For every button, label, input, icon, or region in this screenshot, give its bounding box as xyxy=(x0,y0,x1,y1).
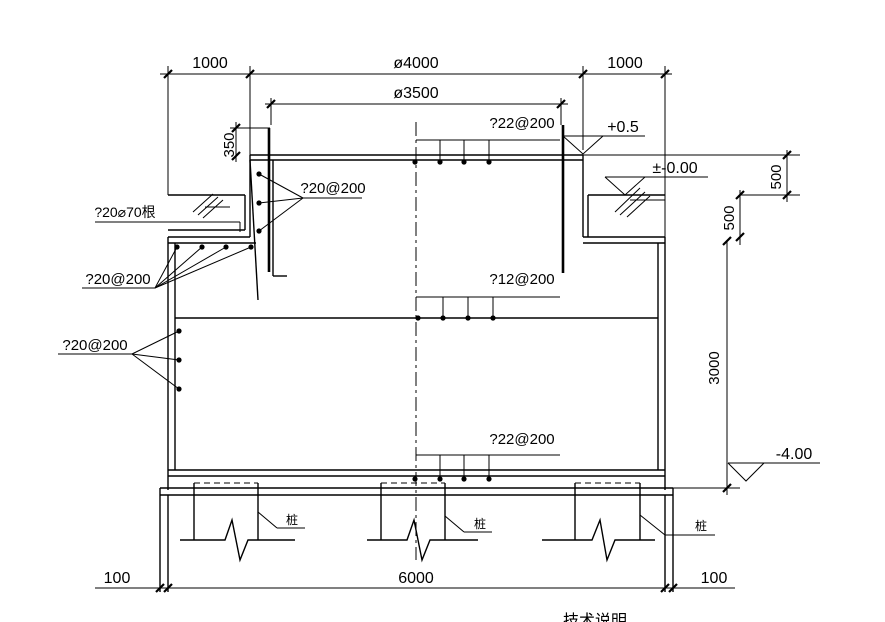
dim-pit-depth: 3000 xyxy=(706,351,723,384)
right-step-dimensions xyxy=(583,150,800,245)
elevation-ground: ±-0.00 xyxy=(652,160,697,177)
dim-bottom-left: 100 xyxy=(104,570,131,587)
elevation-top-plus: +0.5 xyxy=(607,119,639,136)
dim-outer-diameter: ø4000 xyxy=(393,55,438,72)
dim-inner-diameter: ø3500 xyxy=(393,85,438,102)
label-wall-side-rebar: ?20@200 xyxy=(300,180,365,197)
elevation-bottom-marker xyxy=(727,462,820,482)
pile-1 xyxy=(180,482,305,563)
pile-label-2: 桩 xyxy=(474,516,486,531)
rebar-wall-side xyxy=(256,171,362,234)
pile-3 xyxy=(542,482,715,563)
dim-top-right-width: 1000 xyxy=(607,55,643,72)
pile-label-3: 桩 xyxy=(695,518,707,533)
label-anchor-rebar: ?20⌀70根 xyxy=(94,204,155,220)
elevation-bottom: -4.00 xyxy=(776,446,813,463)
rebar-anchor xyxy=(95,221,241,232)
rebar-bottom-corner xyxy=(82,244,254,289)
dim-bottom-width: 6000 xyxy=(398,570,434,587)
pile-label-1: 桩 xyxy=(286,512,298,527)
dim-lip-height: 350 xyxy=(221,132,238,157)
dim-top-left-width: 1000 xyxy=(192,55,228,72)
structure-outline xyxy=(159,154,674,592)
rebar-left-wall xyxy=(58,328,182,392)
elevation-top-marker xyxy=(562,135,645,155)
bottom-dimension-lines xyxy=(95,583,735,593)
dim-right-lower-step: 500 xyxy=(721,205,738,230)
rebar-top-slab xyxy=(412,139,560,165)
footer-note: 技术说明 xyxy=(563,612,627,622)
pile-2 xyxy=(367,482,492,563)
label-bottom-corner-rebar: ?20@200 xyxy=(85,271,150,288)
steel-casing xyxy=(249,125,565,301)
lip-height-dimension xyxy=(230,122,270,162)
rebar-mid-slab xyxy=(415,296,560,321)
pit-depth-dimension xyxy=(665,236,740,495)
label-mid-slab-rebar: ?12@200 xyxy=(489,271,554,288)
ground-hatch-left xyxy=(192,193,230,219)
dim-right-step-height: 500 xyxy=(768,164,785,189)
elevation-ground-marker xyxy=(604,176,708,218)
label-base-slab-rebar: ?22@200 xyxy=(489,431,554,448)
rebar-base-slab xyxy=(412,454,560,482)
label-left-wall-rebar: ?20@200 xyxy=(62,337,127,354)
label-top-slab-rebar: ?22@200 xyxy=(489,115,554,132)
dim-bottom-right: 100 xyxy=(701,570,728,587)
